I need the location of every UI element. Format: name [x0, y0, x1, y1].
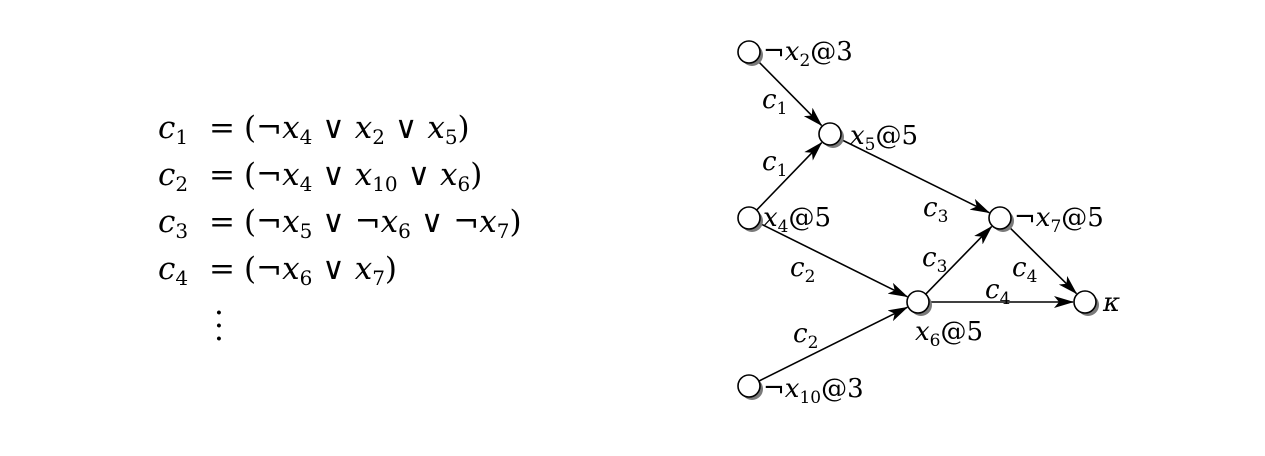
node-nx2 [737, 40, 761, 64]
clause-name: c1 [158, 110, 189, 149]
edge-nx7-kappa [1007, 225, 1078, 295]
equals-sign: = [209, 110, 235, 146]
node-x4 [737, 206, 761, 230]
clause-1: c1 =(¬x4 ∨ x2 ∨ x5) [158, 108, 470, 148]
edge-nx10-x6 [758, 306, 909, 382]
clause-name: c4 [158, 251, 189, 290]
edge-label: c2 [790, 253, 815, 287]
clause-4: c4 =(¬x6 ∨ x7) [158, 249, 397, 289]
clause-literals: (¬x4 ∨ x10 ∨ x6) [244, 157, 483, 196]
vertical-ellipsis: ... [214, 286, 224, 348]
edge-label: c1 [762, 147, 787, 181]
clause-name: c3 [158, 204, 189, 243]
node-x6 [906, 290, 930, 314]
edge-nx2-x5 [756, 59, 823, 127]
clause-2: c2 =(¬x4 ∨ x10 ∨ x6) [158, 155, 482, 195]
node-label-kappa: κ [1102, 288, 1120, 318]
clause-literals: (¬x4 ∨ x2 ∨ x5) [244, 110, 470, 149]
edge-x4-x6 [758, 222, 909, 298]
clause-3: c3 =(¬x5 ∨ ¬x6 ∨ ¬x7) [158, 202, 522, 242]
equals-sign: = [209, 204, 235, 240]
equals-sign: = [209, 251, 235, 287]
graph-edges [756, 59, 1078, 382]
clause-literals: (¬x5 ∨ ¬x6 ∨ ¬x7) [244, 204, 522, 243]
node-label-x5: x5@5 [850, 121, 918, 155]
node-kappa [1073, 290, 1097, 314]
clause-literals: (¬x6 ∨ x7) [244, 251, 398, 290]
equals-sign: = [209, 157, 235, 193]
edge-x5-nx7 [839, 138, 991, 214]
edge-label: c2 [793, 319, 818, 353]
node-label-nx10: ¬x10@3 [763, 374, 864, 408]
clause-name: c2 [158, 157, 189, 196]
node-label-x6: x6@5 [915, 317, 983, 351]
edge-label: c3 [922, 243, 947, 277]
edge-label: c3 [923, 193, 948, 227]
edge-label: c4 [1012, 253, 1037, 287]
node-label-nx2: ¬x2@3 [763, 37, 853, 71]
edge-label: c1 [762, 85, 787, 119]
graph-nodes [737, 40, 1099, 400]
edge-label: c4 [985, 275, 1010, 309]
edge-x6-nx7 [925, 225, 993, 295]
edge-x4-x5 [756, 141, 823, 211]
node-label-x4: x4@5 [763, 203, 831, 237]
node-nx7 [988, 206, 1012, 230]
node-nx10 [737, 374, 761, 398]
node-x5 [818, 122, 842, 146]
node-label-nx7: ¬x7@5 [1014, 203, 1104, 237]
